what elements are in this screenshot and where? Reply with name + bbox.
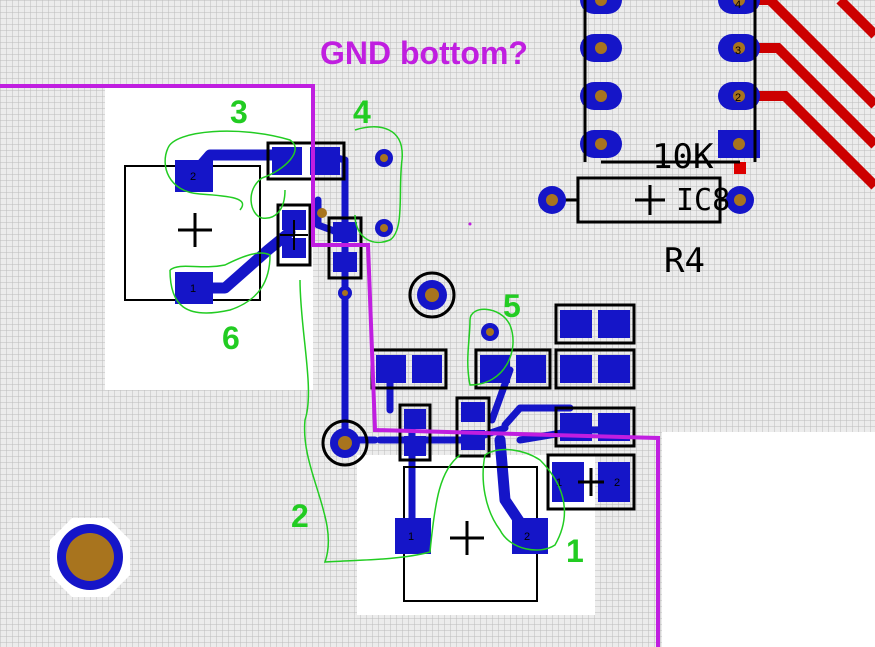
resistor-value-label: 10K: [652, 137, 714, 177]
resistor-name-label: R4: [664, 241, 705, 281]
resistor-r4: [538, 176, 754, 224]
red-pad-marker: [734, 162, 746, 174]
pad-number: 1: [190, 283, 196, 295]
header-pin-numbers: 4 3 2: [735, 0, 741, 104]
vias: [317, 149, 499, 467]
pad-number: 2: [614, 477, 620, 489]
mounting-hole: [50, 518, 130, 597]
pin-number: 2: [735, 92, 741, 104]
area-label-2: 2: [291, 498, 309, 534]
area-label-1: 1: [566, 533, 584, 569]
smd-footprints: [124, 141, 636, 602]
pad-number: 2: [524, 531, 530, 543]
gnd-bottom-annotation: GND bottom?: [320, 35, 528, 71]
marker-dot: [468, 222, 472, 226]
pin-number: 4: [735, 0, 741, 11]
area-label-5: 5: [503, 288, 521, 324]
gnd-outline: [0, 84, 660, 647]
ic-label: IC8: [676, 183, 730, 218]
green-annotation-outlines: [164, 126, 566, 563]
pad-number: 1: [408, 531, 414, 543]
area-label-4: 4: [353, 94, 371, 130]
header-silk-lines: [583, 0, 757, 164]
header-left-column: [580, 0, 622, 158]
pin-number: 3: [735, 45, 741, 57]
pad-number: 1: [556, 477, 562, 489]
area-label-3: 3: [230, 94, 248, 130]
pad-number: 2: [190, 171, 196, 183]
header-right-column: [718, 0, 760, 158]
keepout-area-right: [662, 432, 875, 647]
area-label-6: 6: [222, 320, 240, 356]
